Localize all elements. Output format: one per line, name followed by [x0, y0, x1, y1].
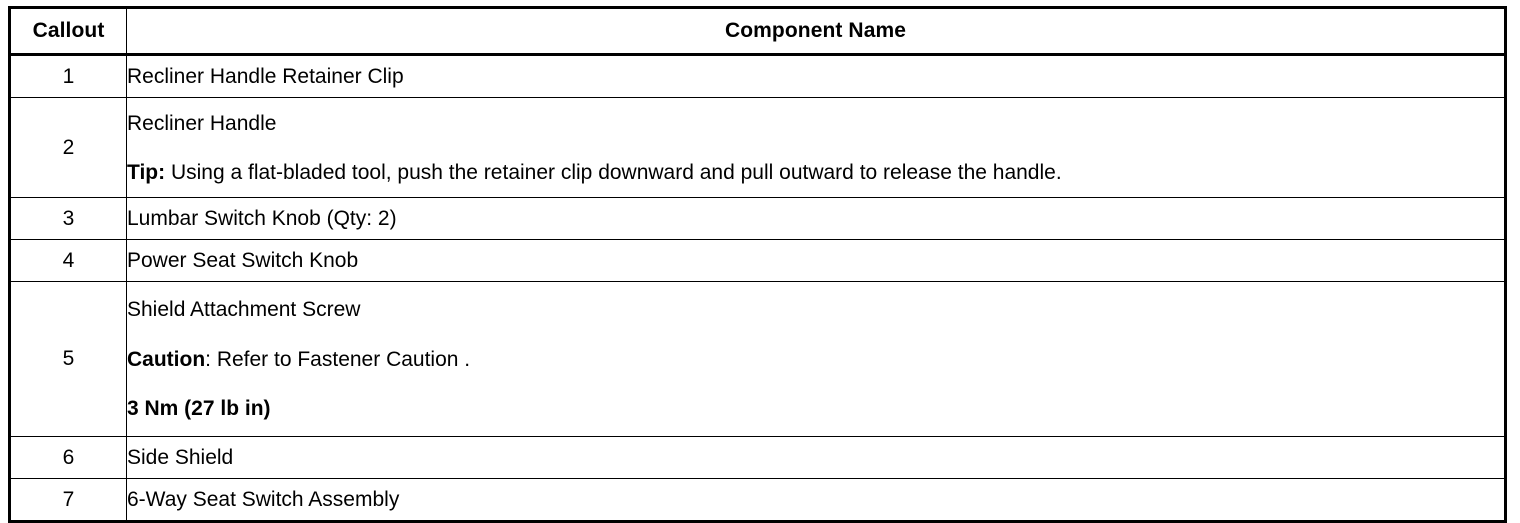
torque-spec: 3 Nm (27 lb in)	[127, 397, 271, 421]
component-name-text: 6-Way Seat Switch Assembly	[127, 487, 400, 511]
table-row: 4 Power Seat Switch Knob	[9, 239, 1506, 282]
callout-number: 7	[9, 478, 127, 522]
component-name-stack: Shield Attachment Screw Caution: Refer t…	[127, 290, 1504, 427]
table-row: 2 Recliner Handle Tip: Using a flat-blad…	[9, 97, 1506, 198]
table-row: 1 Recliner Handle Retainer Clip	[9, 54, 1506, 98]
component-name-cell: 6-Way Seat Switch Assembly	[126, 478, 1506, 522]
tip-label: Tip:	[127, 161, 166, 184]
component-name-cell: Shield Attachment Screw Caution: Refer t…	[126, 281, 1506, 437]
component-name-cell: Recliner Handle Tip: Using a flat-bladed…	[126, 97, 1506, 198]
component-name-cell: Side Shield	[126, 436, 1506, 479]
callout-number: 6	[9, 436, 127, 479]
callout-number: 4	[9, 239, 127, 282]
component-name-cell: Lumbar Switch Knob (Qty: 2)	[126, 197, 1506, 240]
callout-number: 5	[9, 281, 127, 437]
callout-number: 2	[9, 97, 127, 198]
table-row: 6 Side Shield	[9, 436, 1506, 479]
component-name-stack: Recliner Handle Tip: Using a flat-bladed…	[127, 104, 1504, 192]
component-name-text: Lumbar Switch Knob (Qty: 2)	[127, 206, 397, 230]
component-name-text: Shield Attachment Screw	[127, 298, 361, 322]
callout-number: 3	[9, 197, 127, 240]
table-body: 1 Recliner Handle Retainer Clip 2 Reclin…	[9, 54, 1506, 522]
table-row: 7 6-Way Seat Switch Assembly	[9, 478, 1506, 522]
callout-number: 1	[9, 54, 127, 98]
component-name-text: Side Shield	[127, 445, 234, 469]
component-name-cell: Recliner Handle Retainer Clip	[126, 54, 1506, 98]
caution-label: Caution	[127, 347, 206, 371]
table-header-row: Callout Component Name	[9, 7, 1506, 56]
caution-note: Caution: Refer to Fastener Caution .	[127, 349, 1504, 370]
table-header: Callout Component Name	[9, 7, 1506, 56]
table-row: 5 Shield Attachment Screw Caution: Refer…	[9, 281, 1506, 437]
tip-text: Using a flat-bladed tool, push the retai…	[165, 161, 1062, 184]
table-row: 3 Lumbar Switch Knob (Qty: 2)	[9, 197, 1506, 240]
tip-note: Tip: Using a flat-bladed tool, push the …	[127, 162, 1504, 183]
component-name-text: Recliner Handle	[127, 111, 277, 135]
column-header-component-name: Component Name	[126, 7, 1506, 56]
column-header-callout: Callout	[9, 7, 127, 56]
component-name-text: Recliner Handle Retainer Clip	[127, 64, 404, 88]
component-name-text: Power Seat Switch Knob	[127, 248, 359, 272]
component-callout-table: Callout Component Name 1 Recliner Handle…	[8, 6, 1507, 523]
caution-text: : Refer to Fastener Caution .	[205, 347, 471, 371]
component-name-cell: Power Seat Switch Knob	[126, 239, 1506, 282]
